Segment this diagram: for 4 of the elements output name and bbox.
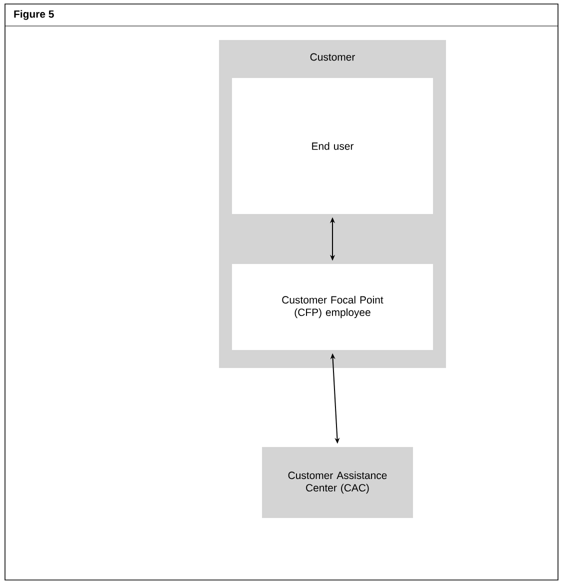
text-box: End user <box>232 78 433 214</box>
figure-title: Figure 5 <box>14 10 54 20</box>
shaded-box: Customer Assistance Center (CAC) <box>262 447 413 518</box>
text-box: Customer Focal Point (CFP) employee <box>232 264 433 350</box>
